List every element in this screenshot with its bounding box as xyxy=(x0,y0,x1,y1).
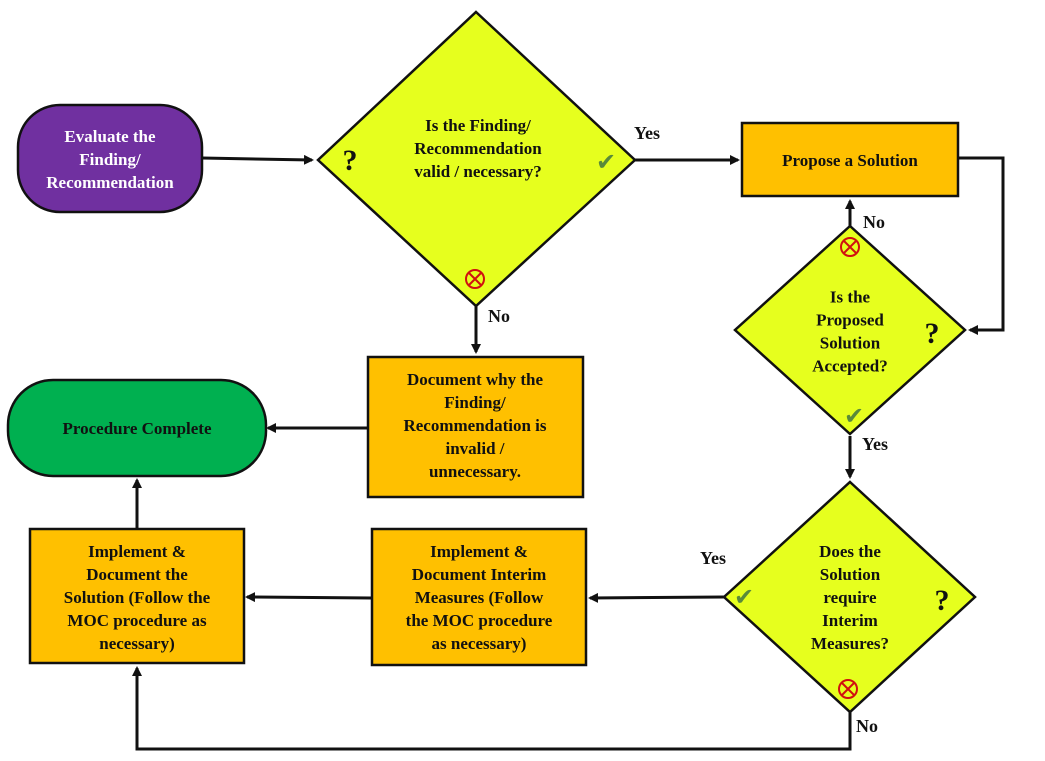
label-line: Implement & xyxy=(88,542,186,561)
label-line: Solution (Follow the xyxy=(64,588,211,607)
label-line: necessary) xyxy=(99,634,175,653)
label-line: Document why the xyxy=(407,370,543,389)
cross-circle-icon xyxy=(838,679,858,699)
accepted-yes-label: Yes xyxy=(862,434,888,454)
label-line: Is the xyxy=(830,288,871,307)
label-line: Is the Finding/ xyxy=(425,116,531,135)
label-line: valid / necessary? xyxy=(414,162,542,181)
question-mark-icon: ? xyxy=(343,144,358,177)
label-line: Recommendation is xyxy=(403,416,546,435)
interim-yes-label: Yes xyxy=(700,548,726,568)
valid-no-label: No xyxy=(488,306,510,326)
accepted-no-label: No xyxy=(863,212,885,232)
label-line: Finding/ xyxy=(79,150,141,169)
label-line: as necessary) xyxy=(432,634,527,653)
label-line: Document Interim xyxy=(412,565,547,584)
connector-implement-interim-to-implement-solution xyxy=(245,592,372,603)
question-mark-icon: ? xyxy=(935,584,950,617)
label-line: Finding/ xyxy=(444,393,506,412)
label-line: Solution xyxy=(820,565,881,584)
label-line: the MOC procedure xyxy=(406,611,553,630)
label-line: MOC procedure as xyxy=(67,611,207,630)
cross-circle-icon xyxy=(465,269,485,289)
label-line: Propose a Solution xyxy=(782,151,918,170)
valid-decision-label: Is the Finding/Recommendation valid / nec… xyxy=(414,116,542,181)
connector-interim-yes-to-implement-interim xyxy=(588,592,725,603)
label-line: Solution xyxy=(820,334,881,353)
label-line: Document the xyxy=(86,565,188,584)
label-line: Proposed xyxy=(816,311,884,330)
label-line: invalid / xyxy=(445,439,504,458)
check-mark-icon: ✔ xyxy=(596,148,616,176)
propose-solution-box: Propose a Solution xyxy=(740,121,960,198)
label-line: Recommendation xyxy=(46,173,174,192)
label-line: Interim xyxy=(822,611,878,630)
label-line: Measures (Follow xyxy=(415,588,544,607)
label-line: unnecessary. xyxy=(429,462,521,481)
question-mark-icon: ? xyxy=(925,317,940,350)
propose-solution-label: Propose a Solution xyxy=(782,151,918,170)
interim-no-label: No xyxy=(856,716,878,736)
label-line: Recommendation xyxy=(414,139,542,158)
label-line: Evaluate the xyxy=(64,127,156,146)
label-line: Accepted? xyxy=(812,357,888,376)
label-line: Does the xyxy=(819,542,881,561)
connector-interim-no-to-implement-solution xyxy=(132,666,852,751)
cross-circle-icon xyxy=(840,237,860,257)
check-mark-icon: ✔ xyxy=(734,583,754,611)
complete-label: Procedure Complete xyxy=(62,419,211,438)
label-line: require xyxy=(823,588,877,607)
connector-propose-to-accepted xyxy=(958,156,1005,335)
check-mark-icon: ✔ xyxy=(844,402,864,430)
valid-decision: Is the Finding/Recommendation valid / nec… xyxy=(316,10,637,308)
label-line: Measures? xyxy=(811,634,889,653)
valid-yes-label: Yes xyxy=(634,123,660,143)
complete-terminal: Procedure Complete xyxy=(6,378,268,478)
connector-evaluate-to-valid xyxy=(201,154,314,165)
label-line: Implement & xyxy=(430,542,528,561)
label-line: Procedure Complete xyxy=(62,419,211,438)
